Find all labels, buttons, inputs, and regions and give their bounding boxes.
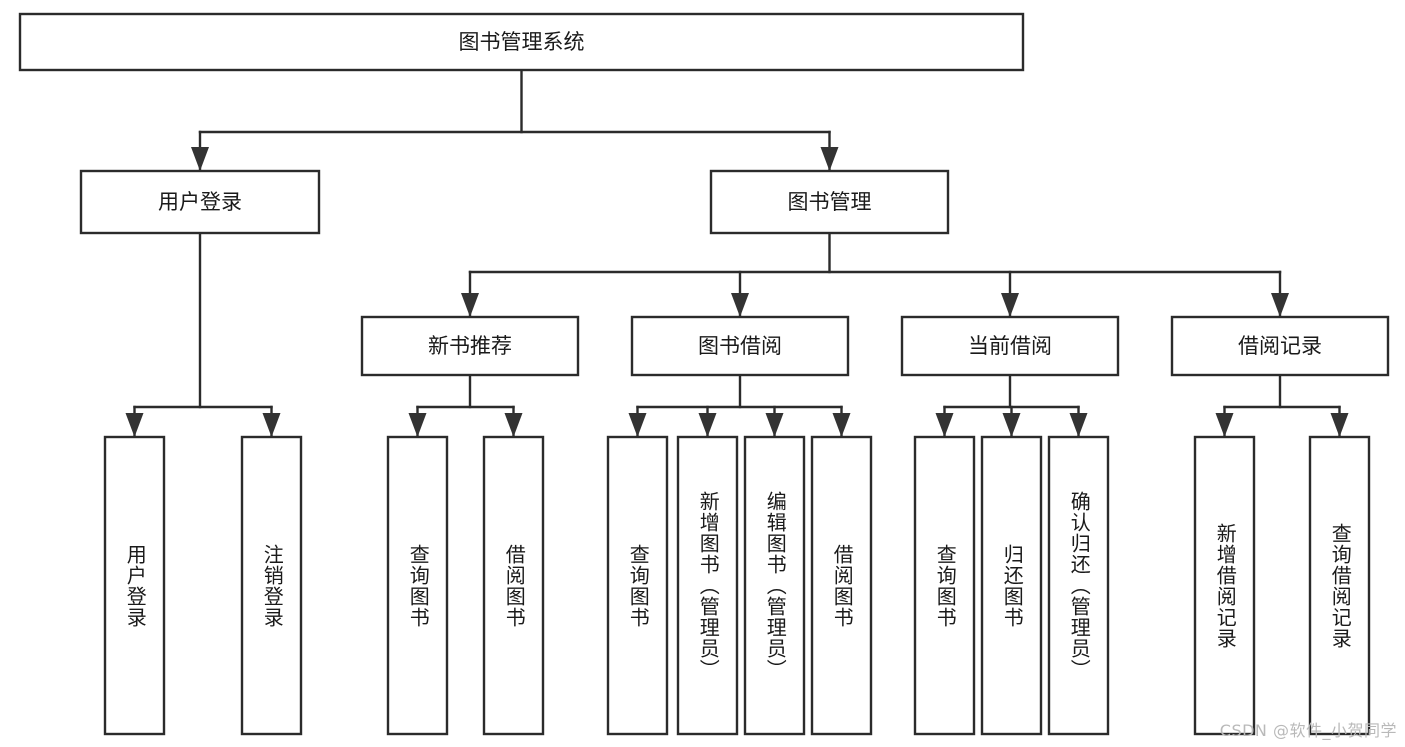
arrow-head-icon (191, 147, 209, 171)
watermark-credit: CSDN @软件_小贺同学 (1219, 721, 1397, 740)
node-book-borrow-label: 图书借阅 (698, 334, 782, 358)
node-book-manage-box[interactable] (709, 169, 950, 235)
arrow-head-icon (125, 413, 144, 437)
arrow-head-icon (935, 413, 954, 437)
arrow-head-icon (1001, 293, 1019, 317)
leaf-leaf-logout-box[interactable] (240, 435, 303, 736)
arrow-head-icon (262, 413, 281, 437)
arrowhead-layer (125, 147, 1349, 437)
node-new-book-rec-label: 新书推荐 (428, 334, 512, 358)
leaf-leaf-user-login-box[interactable] (103, 435, 166, 736)
arrow-head-icon (832, 413, 851, 437)
arrow-head-icon (504, 413, 523, 437)
leaf-leaf-query-book-3-box[interactable] (913, 435, 976, 736)
connector-layer (133, 68, 1341, 439)
node-root-label: 图书管理系统 (459, 30, 585, 54)
node-borrow-record-box[interactable] (1170, 315, 1390, 377)
arrow-head-icon (731, 293, 749, 317)
node-borrow-record-label: 借阅记录 (1238, 334, 1322, 358)
leaf-leaf-query-record-box[interactable] (1308, 435, 1371, 736)
node-box-layer (18, 12, 1390, 736)
node-book-manage-label: 图书管理 (788, 190, 872, 214)
leaf-leaf-add-book-box[interactable] (676, 435, 739, 736)
arrow-head-icon (698, 413, 717, 437)
leaf-leaf-return-book-box[interactable] (980, 435, 1043, 736)
arrow-head-icon (765, 413, 784, 437)
arrow-head-icon (1069, 413, 1088, 437)
arrow-head-icon (1271, 293, 1289, 317)
arrow-head-icon (1215, 413, 1234, 437)
arrow-head-icon (461, 293, 479, 317)
node-current-borrow-box[interactable] (900, 315, 1120, 377)
leaf-leaf-add-record-box[interactable] (1193, 435, 1256, 736)
node-book-borrow-box[interactable] (630, 315, 850, 377)
leaf-leaf-borrow-book-1-box[interactable] (482, 435, 545, 736)
arrow-head-icon (1330, 413, 1349, 437)
leaf-leaf-confirm-return-box[interactable] (1047, 435, 1110, 736)
node-user-login-label: 用户登录 (158, 190, 242, 214)
arrow-head-icon (408, 413, 427, 437)
leaf-leaf-query-book-1-box[interactable] (386, 435, 449, 736)
arrow-head-icon (1002, 413, 1021, 437)
node-user-login-box[interactable] (79, 169, 321, 235)
leaf-leaf-borrow-book-2-box[interactable] (810, 435, 873, 736)
leaf-leaf-query-book-2-box[interactable] (606, 435, 669, 736)
leaf-leaf-edit-book-box[interactable] (743, 435, 806, 736)
arrow-head-icon (820, 147, 839, 171)
arrow-head-icon (628, 413, 647, 437)
node-root-box[interactable] (18, 12, 1025, 72)
node-new-book-rec-box[interactable] (360, 315, 580, 377)
node-current-borrow-label: 当前借阅 (968, 334, 1052, 358)
